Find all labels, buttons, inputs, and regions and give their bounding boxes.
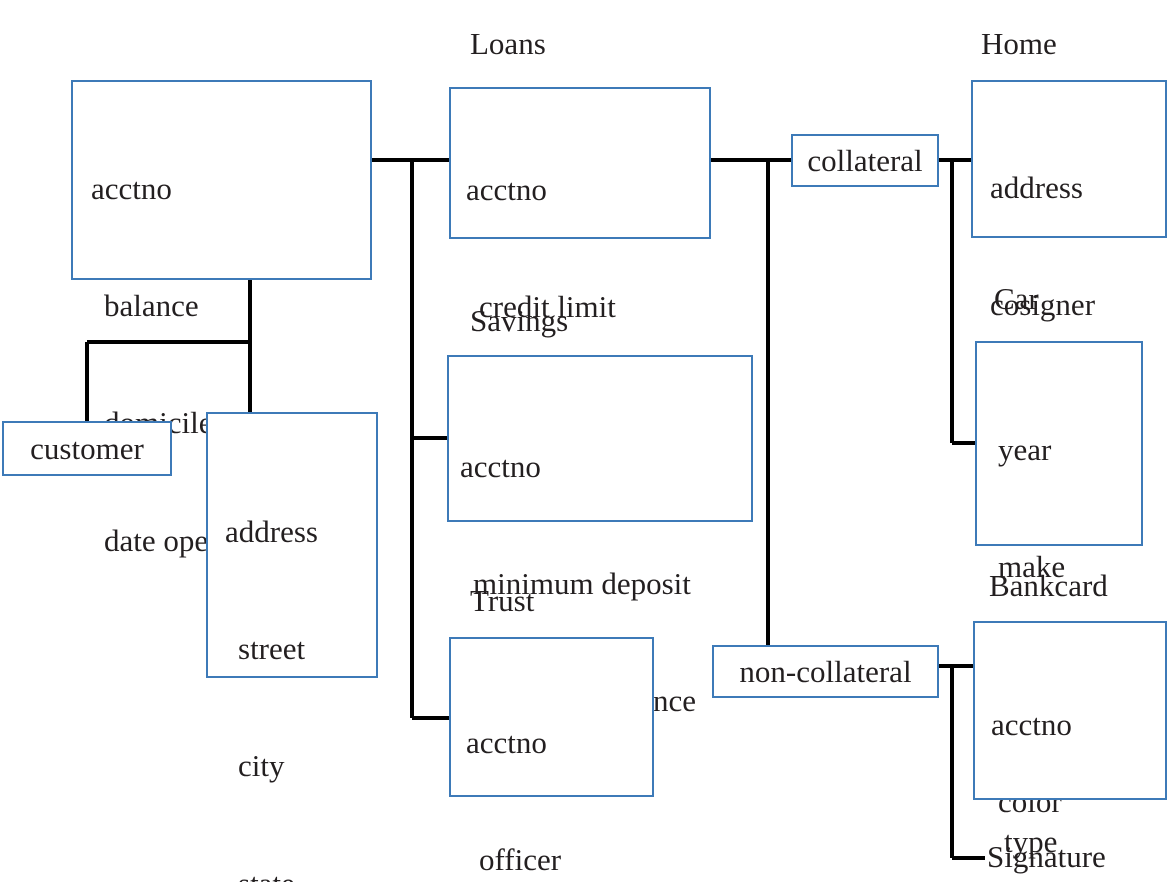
attribute-acctno: acctno xyxy=(466,172,547,208)
attribute-type: type xyxy=(1004,824,1058,860)
attribute-acctno: acctno xyxy=(460,449,541,485)
attribute-minimum-deposit: minimum deposit xyxy=(473,566,691,602)
attribute-acctno: acctno xyxy=(91,171,172,207)
attribute-balance: balance xyxy=(104,288,199,324)
entity-title-savings: Savings xyxy=(470,303,569,338)
entity-box-loans[interactable] xyxy=(449,87,711,239)
attribute-officer: officer xyxy=(479,842,562,878)
entity-title-car: Car xyxy=(994,281,1039,316)
attribute-address: address xyxy=(990,170,1083,206)
entity-box-address[interactable] xyxy=(206,412,378,678)
attribute-city: city xyxy=(238,748,285,784)
attribute-state: state xyxy=(225,864,375,882)
entity-box-bankcard[interactable] xyxy=(973,621,1167,800)
entity-title-bankcard: Bankcard xyxy=(989,568,1108,603)
entity-title-loans: Loans xyxy=(470,26,546,61)
entity-attributes-bankcard: acctno type limit exp date xyxy=(991,627,1166,882)
attribute-address: address xyxy=(225,514,318,550)
attribute-acctno: acctno xyxy=(991,707,1072,743)
entity-box-trust[interactable] xyxy=(449,637,654,797)
attribute-make: make xyxy=(998,549,1066,585)
attribute-acctno: acctno xyxy=(466,725,547,761)
entity-box-car[interactable] xyxy=(975,341,1143,546)
entity-attributes-trust: acctno officer category xyxy=(466,645,651,882)
attribute-credit-limit: credit limit xyxy=(479,289,616,325)
attribute-street: street xyxy=(238,631,306,667)
entity-title-trust: Trust xyxy=(470,583,535,618)
node-signature: Signature xyxy=(987,839,1106,874)
entity-box-account[interactable] xyxy=(71,80,372,280)
attribute-year: year xyxy=(998,432,1052,468)
entity-box-savings[interactable] xyxy=(447,355,753,522)
node-collateral[interactable]: collateral xyxy=(791,134,939,187)
entity-title-home: Home xyxy=(981,26,1057,61)
node-non-collateral[interactable]: non-collateral xyxy=(712,645,939,698)
entity-attributes-address: address street city state zip xyxy=(225,434,375,882)
node-customer[interactable]: customer xyxy=(2,421,172,476)
attribute-cosigner: cosigner xyxy=(990,287,1096,323)
entity-box-home[interactable] xyxy=(971,80,1167,238)
